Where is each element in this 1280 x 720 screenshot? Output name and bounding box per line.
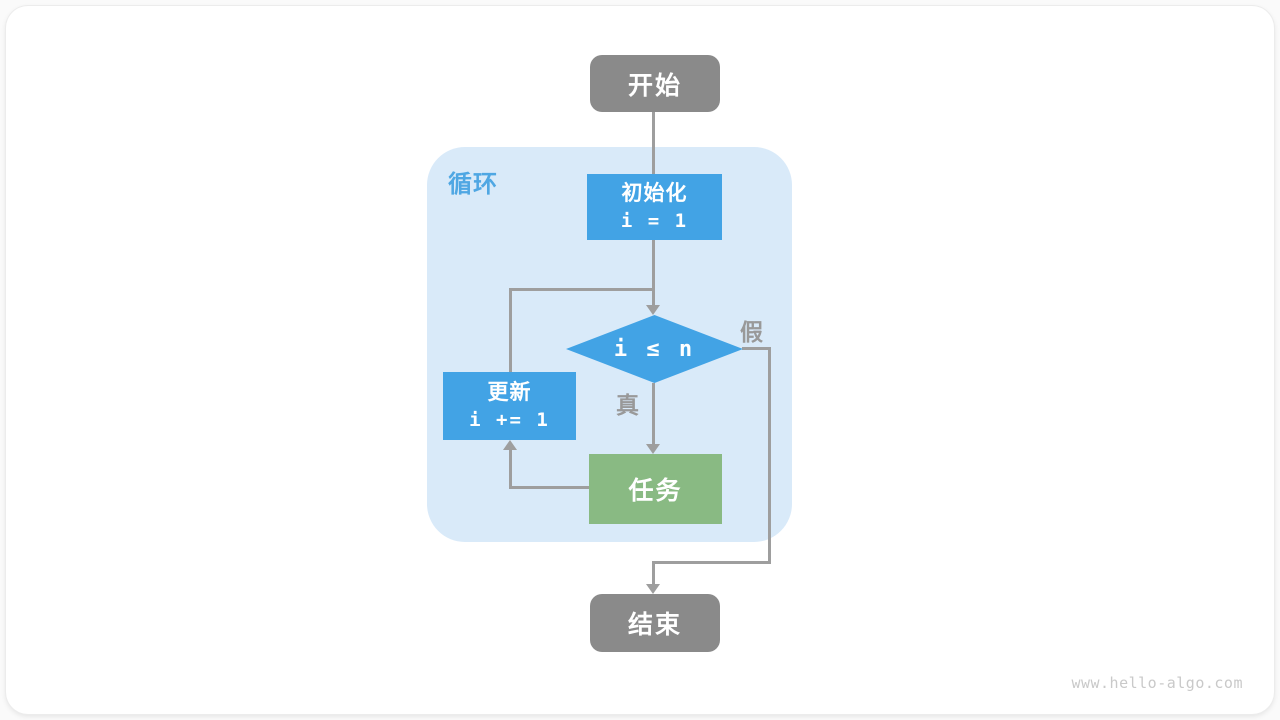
loop-container-label: 循环 <box>448 171 498 198</box>
branch-label-true: 真 <box>616 392 639 418</box>
arrowhead-into-end-icon <box>646 584 660 594</box>
edge-update-feedback-vertical <box>509 288 512 373</box>
init-node: 初始化 i = 1 <box>587 174 722 240</box>
edge-task-to-update-horizontal <box>509 486 591 489</box>
update-node-code: i += 1 <box>469 409 550 431</box>
edge-false-to-end-vertical <box>652 561 655 586</box>
arrowhead-into-task-icon <box>646 444 660 454</box>
start-node: 开始 <box>590 55 720 112</box>
init-node-title: 初始化 <box>621 182 688 205</box>
end-node-label: 结束 <box>627 611 682 639</box>
start-node-label: 开始 <box>627 71 682 100</box>
edge-condition-false-vertical <box>768 347 771 564</box>
edge-task-to-update-vertical <box>509 450 512 489</box>
condition-node-label: i ≤ n <box>613 336 696 362</box>
site-watermark: www.hello-algo.com <box>1071 674 1243 692</box>
edge-false-to-end-horizontal <box>652 561 771 564</box>
update-node-title: 更新 <box>487 381 532 404</box>
branch-label-false: 假 <box>740 319 763 345</box>
edge-update-feedback-horizontal <box>509 288 655 291</box>
end-node: 结束 <box>590 594 720 652</box>
edge-condition-to-task <box>652 383 655 446</box>
arrowhead-into-update-icon <box>503 440 517 450</box>
arrowhead-into-condition-icon <box>646 305 660 315</box>
edge-start-to-init <box>652 111 655 175</box>
edge-condition-false-horizontal <box>742 347 771 350</box>
edge-init-to-condition <box>652 240 655 308</box>
task-node-label: 任务 <box>628 477 683 505</box>
task-node: 任务 <box>589 454 722 524</box>
update-node: 更新 i += 1 <box>443 372 576 440</box>
init-node-code: i = 1 <box>620 210 689 232</box>
